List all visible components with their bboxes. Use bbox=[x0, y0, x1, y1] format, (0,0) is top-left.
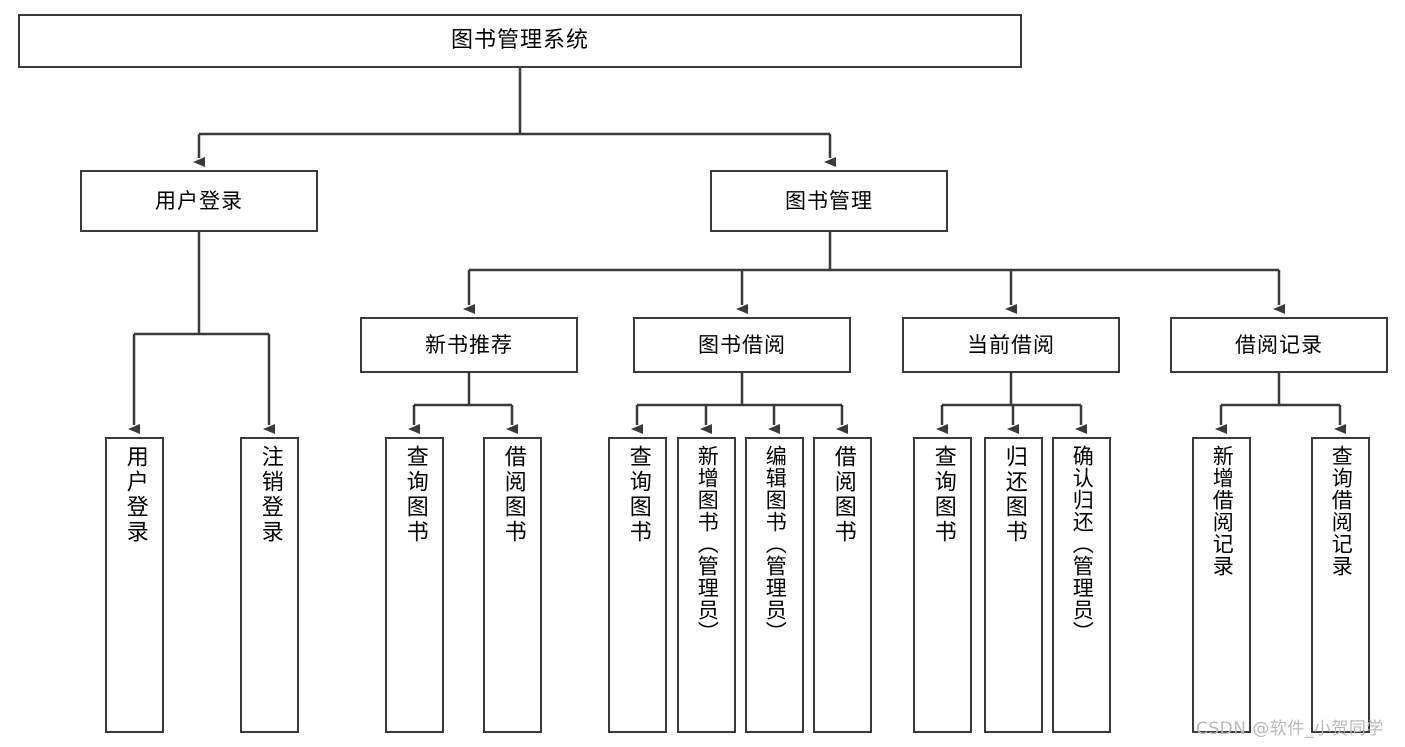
node-leaf-borrow-book-2-label: 借阅图书 bbox=[830, 445, 856, 545]
node-leaf-add-record[interactable]: 新增借阅记录 bbox=[1192, 437, 1251, 733]
node-leaf-add-book[interactable]: 新增图书（管理员） bbox=[677, 437, 736, 733]
node-new-book-recommend[interactable]: 新书推荐 bbox=[360, 317, 578, 373]
node-leaf-user-login[interactable]: 用户登录 bbox=[105, 437, 164, 733]
node-leaf-add-record-label: 新增借阅记录 bbox=[1210, 445, 1235, 577]
node-book-borrow[interactable]: 图书借阅 bbox=[633, 317, 851, 373]
node-user-login[interactable]: 用户登录 bbox=[80, 170, 318, 232]
node-leaf-borrow-book-1-label: 借阅图书 bbox=[500, 445, 526, 545]
node-current-borrow-label: 当前借阅 bbox=[967, 332, 1055, 357]
node-leaf-query-book-1[interactable]: 查询图书 bbox=[385, 437, 444, 733]
node-borrow-record[interactable]: 借阅记录 bbox=[1170, 317, 1388, 373]
node-leaf-query-book-2-label: 查询图书 bbox=[625, 445, 651, 545]
node-new-book-recommend-label: 新书推荐 bbox=[425, 332, 513, 357]
node-leaf-query-book-1-label: 查询图书 bbox=[402, 445, 428, 545]
node-leaf-borrow-book-1[interactable]: 借阅图书 bbox=[483, 437, 542, 733]
node-leaf-confirm-return[interactable]: 确认归还（管理员） bbox=[1052, 437, 1111, 733]
node-book-management-label: 图书管理 bbox=[785, 188, 873, 213]
node-leaf-return-book-label: 归还图书 bbox=[1001, 445, 1027, 545]
node-leaf-query-book-3[interactable]: 查询图书 bbox=[913, 437, 972, 733]
node-leaf-user-logout[interactable]: 注销登录 bbox=[240, 437, 299, 733]
node-leaf-add-book-label: 新增图书（管理员） bbox=[695, 445, 720, 643]
node-borrow-record-label: 借阅记录 bbox=[1235, 332, 1323, 357]
node-current-borrow[interactable]: 当前借阅 bbox=[902, 317, 1120, 373]
node-leaf-user-login-label: 用户登录 bbox=[122, 445, 148, 545]
node-leaf-query-book-2[interactable]: 查询图书 bbox=[608, 437, 667, 733]
node-leaf-query-record-label: 查询借阅记录 bbox=[1329, 445, 1354, 577]
node-book-management[interactable]: 图书管理 bbox=[710, 170, 948, 232]
node-root[interactable]: 图书管理系统 bbox=[18, 14, 1022, 68]
node-leaf-query-book-3-label: 查询图书 bbox=[930, 445, 956, 545]
node-book-borrow-label: 图书借阅 bbox=[698, 332, 786, 357]
node-leaf-query-record[interactable]: 查询借阅记录 bbox=[1311, 437, 1370, 733]
node-leaf-borrow-book-2[interactable]: 借阅图书 bbox=[813, 437, 872, 733]
node-leaf-confirm-return-label: 确认归还（管理员） bbox=[1070, 445, 1095, 643]
node-leaf-return-book[interactable]: 归还图书 bbox=[984, 437, 1043, 733]
node-leaf-edit-book[interactable]: 编辑图书（管理员） bbox=[745, 437, 804, 733]
node-leaf-edit-book-label: 编辑图书（管理员） bbox=[763, 445, 788, 643]
node-leaf-user-logout-label: 注销登录 bbox=[257, 445, 283, 545]
node-root-label: 图书管理系统 bbox=[450, 28, 589, 54]
node-user-login-label: 用户登录 bbox=[155, 188, 243, 213]
csdn-watermark: CSDN @软件_小贺同学 bbox=[1196, 719, 1384, 739]
